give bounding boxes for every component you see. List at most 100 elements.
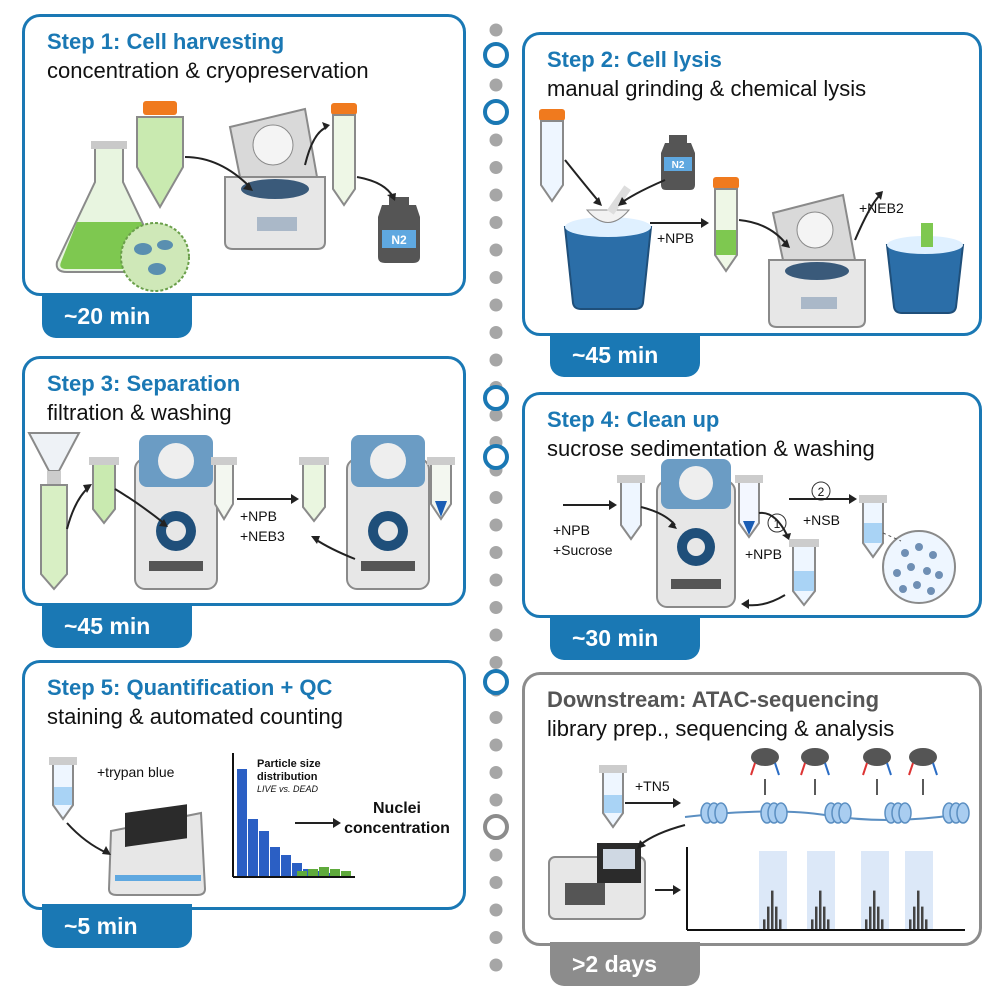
timeline-dot — [489, 298, 503, 312]
peak-bar — [819, 890, 822, 929]
step4-illustration: +NPB +Sucrose 2 +NSB 1 +NPB — [553, 459, 956, 609]
timeline-dot — [489, 326, 503, 339]
peak-bar — [917, 890, 920, 929]
timeline-dot — [489, 491, 503, 504]
step4-panel: Step 4: Clean up sucrose sedimentation &… — [522, 392, 982, 618]
downstream-peak-plot — [759, 851, 933, 929]
step4-add-nsb: +NSB — [803, 512, 840, 528]
nucleosome — [898, 802, 912, 824]
step3-title: Step 3: Separation — [47, 371, 241, 396]
timeline-node-step1 — [483, 42, 509, 68]
step5-histogram-title-2: distribution — [257, 771, 318, 783]
step2-subtitle: manual grinding & chemical lysis — [547, 76, 867, 101]
tn5-complex — [863, 748, 891, 766]
histogram-bar-live — [270, 847, 280, 877]
timeline-dot — [489, 848, 503, 862]
peak-bar — [869, 906, 872, 929]
peak-bar — [771, 890, 774, 929]
step5-histogram — [237, 769, 351, 877]
peak-bar — [827, 919, 830, 929]
timeline-dot — [489, 793, 503, 807]
step4-number-2: 2 — [818, 485, 825, 499]
step2-n2-label: N2 — [672, 160, 685, 171]
step1-panel: Step 1: Cell harvesting concentration & … — [22, 14, 466, 296]
peak-bar — [873, 890, 876, 929]
step5-title: Step 5: Quantification + QC — [47, 675, 333, 700]
tn5-complex — [751, 748, 779, 766]
step5-result-1: Nuclei — [373, 800, 421, 817]
step4-subtitle: sucrose sedimentation & washing — [547, 436, 875, 461]
histogram-bar-dead — [341, 871, 351, 877]
step2-duration: ~45 min — [550, 333, 700, 377]
step1-illustration: N2 — [55, 101, 420, 292]
step5-histogram-legend: LIVE vs. DEAD — [257, 784, 319, 794]
histogram-bar-live — [292, 863, 302, 877]
histogram-bar-dead — [330, 869, 340, 877]
histogram-bar-dead — [319, 867, 329, 877]
timeline-dot — [489, 903, 503, 917]
timeline-dot — [489, 601, 503, 614]
timeline-dot — [489, 78, 503, 92]
step3-duration: ~45 min — [42, 604, 192, 648]
downstream-title: Downstream: ATAC-sequencing — [547, 687, 880, 712]
step4-add-sucrose: +Sucrose — [553, 542, 613, 558]
peak-bar — [909, 919, 912, 929]
timeline-dot — [489, 656, 503, 669]
histogram-bar-live — [259, 831, 269, 877]
downstream-panel: Downstream: ATAC-sequencing library prep… — [522, 672, 982, 946]
timeline-node-step4 — [483, 444, 509, 470]
nucleosome — [774, 802, 788, 824]
timeline-dot — [489, 216, 503, 229]
peak-bar — [811, 919, 814, 929]
histogram-bar-live — [248, 819, 258, 877]
step1-duration: ~20 min — [42, 294, 192, 338]
step5-panel: Step 5: Quantification + QC staining & a… — [22, 660, 466, 910]
downstream-tn5-complexes — [750, 748, 938, 795]
step4-number-1: 1 — [774, 517, 781, 531]
timeline-dot — [489, 958, 503, 972]
peak-bar — [815, 906, 818, 929]
peak-bar — [823, 906, 826, 929]
step4-duration: ~30 min — [550, 616, 700, 660]
timeline-dot — [489, 931, 503, 944]
timeline-dot — [489, 271, 503, 284]
peak-bar — [877, 906, 880, 929]
downstream-duration: >2 days — [550, 942, 700, 986]
step2-title: Step 2: Cell lysis — [547, 47, 722, 72]
timeline-dot — [489, 353, 503, 367]
step2-add-npb: +NPB — [657, 230, 694, 246]
timeline-dot — [489, 628, 503, 642]
timeline-dot — [489, 711, 503, 724]
step4-title: Step 4: Clean up — [547, 407, 720, 432]
step3-subtitle: filtration & washing — [47, 400, 232, 425]
timeline-dot — [489, 546, 503, 559]
step1-subtitle: concentration & cryopreservation — [47, 58, 369, 83]
step5-add-trypan: +trypan blue — [97, 764, 175, 780]
peak-bar — [921, 906, 924, 929]
peak-bar — [779, 919, 782, 929]
tn5-complex — [801, 748, 829, 766]
histogram-bar-live — [281, 855, 291, 877]
step4-add-npb: +NPB — [553, 522, 590, 538]
step2-add-neb2: +NEB2 — [859, 200, 904, 216]
timeline-dot — [489, 766, 503, 779]
timeline-dot — [489, 23, 503, 37]
timeline-dot — [489, 243, 503, 257]
step5-histogram-title-1: Particle size — [257, 758, 321, 770]
peak-bar — [763, 919, 766, 929]
step3-illustration: +NPB +NEB3 — [27, 432, 455, 591]
timeline-node-step2 — [483, 99, 509, 125]
step4-add-npb-2: +NPB — [745, 546, 782, 562]
timeline-dot — [489, 161, 503, 174]
step2-panel: Step 2: Cell lysis manual grinding & che… — [522, 32, 982, 336]
timeline-dot — [489, 518, 503, 532]
histogram-bar-dead — [297, 871, 307, 877]
timeline-dot — [489, 408, 503, 422]
timeline-node-downstream — [483, 814, 509, 840]
step5-duration: ~5 min — [42, 904, 192, 948]
step1-title: Step 1: Cell harvesting — [47, 29, 285, 54]
timeline-dot — [489, 573, 503, 587]
downstream-illustration: +TN5 — [548, 748, 970, 931]
nucleosome — [956, 802, 970, 824]
